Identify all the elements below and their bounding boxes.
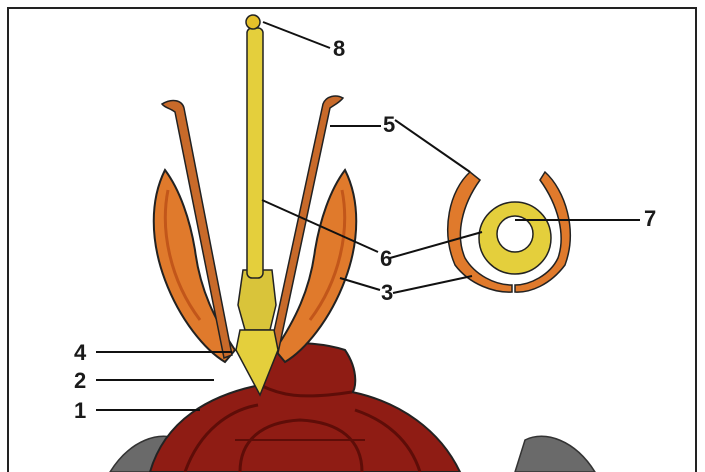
label-2: 2 (74, 368, 86, 393)
label-6: 6 (380, 246, 392, 271)
label-1: 1 (74, 398, 86, 423)
glossa-tip (246, 15, 260, 29)
label-5: 5 (383, 112, 395, 137)
label-7: 7 (644, 206, 656, 231)
label-4: 4 (74, 340, 87, 365)
label-8: 8 (333, 36, 345, 61)
label-3: 3 (381, 280, 393, 305)
